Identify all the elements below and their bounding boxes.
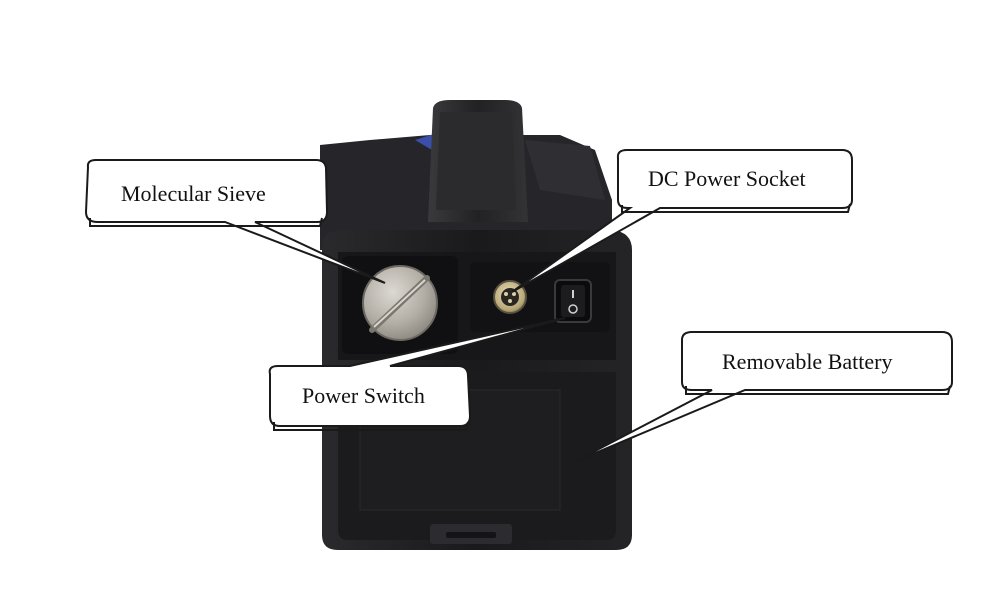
callout-label-molecular-sieve: Molecular Sieve [121, 181, 266, 206]
callout-removable-battery [573, 331, 953, 463]
callout-label-dc-power-socket: DC Power Socket [648, 166, 806, 191]
callout-molecular-sieve [84, 159, 386, 284]
callout-dc-power-socket [511, 149, 853, 293]
rocker-switch-icon [554, 279, 592, 323]
sieve-cap-icon [362, 265, 438, 341]
callout-label-power-switch: Power Switch [302, 383, 425, 408]
carry-handle [428, 100, 528, 222]
callout-label-removable-battery: Removable Battery [722, 349, 893, 374]
callout-power-switch [268, 317, 566, 431]
